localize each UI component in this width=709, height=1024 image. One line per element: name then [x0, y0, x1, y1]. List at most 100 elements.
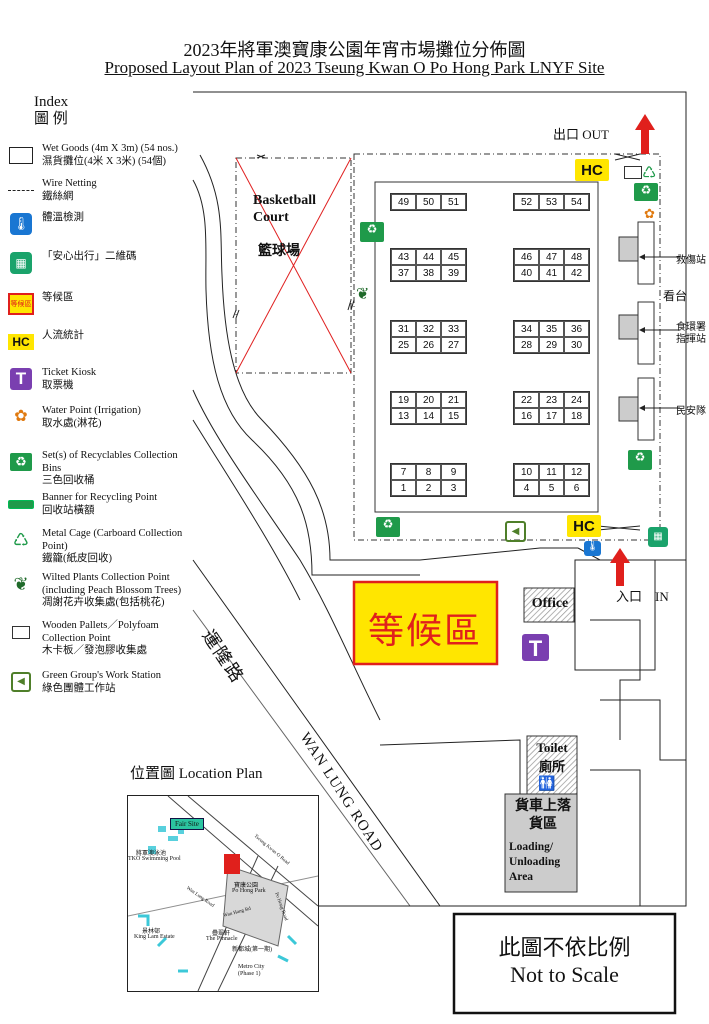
entrance-gate	[597, 525, 641, 531]
stall: 49	[391, 194, 416, 210]
stall: 50	[416, 194, 441, 210]
stall: 52	[514, 194, 539, 210]
fehd-hatch	[618, 314, 639, 340]
stall: 22	[514, 392, 539, 408]
loading-area	[504, 793, 578, 893]
stand-label: 看台	[663, 289, 688, 303]
stall: 9	[441, 464, 466, 480]
stall: 1	[391, 480, 416, 496]
hc-counter-exit: HC	[575, 159, 609, 181]
stall: 23	[539, 392, 564, 408]
stall: 41	[539, 265, 564, 281]
stall: 47	[539, 249, 564, 265]
scale-note-box	[452, 912, 677, 1015]
court-gate	[347, 299, 355, 311]
legend-item-label: Wooden Pallets／Polyfoam Collection Point…	[42, 620, 159, 656]
metro-city-label: Metro City (Phase 1)	[238, 964, 265, 977]
recycle-bins-icon: ♻	[8, 450, 34, 474]
civil-aid-post	[637, 377, 655, 441]
metro-city-label-cn: 新都城(第一期)	[232, 947, 272, 953]
legend-item: Wet Goods (4m X 3m) (54 nos.) 濕貨攤位(4米 X …	[8, 143, 192, 168]
title-chinese: 2023年將軍澳寶康公園年宵市場攤位分佈圖	[183, 40, 526, 60]
stall: 5	[539, 480, 564, 496]
stall: 54	[564, 194, 589, 210]
recycle-bins-icon: ♻	[628, 450, 652, 470]
exit-gate	[614, 153, 641, 161]
stall: 33	[441, 321, 466, 337]
king-lam-label-cn: 景林邨	[142, 929, 161, 935]
temperature-check-icon: 🌡	[584, 541, 601, 556]
stall: 39	[441, 265, 466, 281]
loading-area-label-en: Loading/ Unloading Area	[509, 841, 561, 883]
swimming-pool-label: TKO Swimming Pool	[128, 856, 181, 862]
waiting-area-label: 等候區	[367, 611, 482, 651]
wan-lung-road-edge	[192, 609, 411, 907]
road-edge	[379, 739, 521, 800]
road-edge	[192, 419, 301, 601]
stall: 46	[514, 249, 539, 265]
first-aid-post	[637, 221, 655, 285]
pinnacle-label-cn: 疊翠軒	[212, 931, 231, 937]
court-gate	[232, 309, 240, 319]
office-label: Office	[531, 596, 569, 611]
stall: 4	[514, 480, 539, 496]
toilet-label-cn: 廁所	[538, 759, 565, 774]
recycle-bins-icon: ♻	[376, 517, 400, 537]
stall: 13	[391, 408, 416, 424]
stall: 7	[391, 464, 416, 480]
pinnacle-label: The Pinnacle	[206, 936, 238, 942]
stall: 12	[564, 464, 589, 480]
legend-item: Wire Netting 鐵絲網	[8, 178, 192, 203]
legend-item-label: Wire Netting 鐵絲網	[42, 178, 97, 202]
svg-text:T: T	[529, 636, 543, 661]
stall: 38	[416, 265, 441, 281]
stall-area	[374, 181, 599, 513]
legend-item: T Ticket Kiosk 取票機	[8, 367, 192, 392]
stall: 36	[564, 321, 589, 337]
stall: 43	[391, 249, 416, 265]
legend-item: ◀Green Group's Work Station 綠色團體工作站	[8, 670, 192, 695]
swimming-pool-label-cn: 將軍澳泳池	[136, 851, 167, 857]
waiting-area-icon: 等候區	[8, 292, 34, 316]
civil-aid-hatch	[618, 396, 639, 422]
ticket-kiosk-icon: T	[8, 367, 34, 391]
stall: 42	[564, 265, 589, 281]
legend-item: ♻ Set(s) of Recyclables Collection Bins 三…	[8, 450, 192, 488]
stall: 21	[441, 392, 466, 408]
po-hong-park-label-cn: 寶康公園	[234, 883, 259, 889]
legend-item-label: 「安心出行」二維碼	[42, 251, 137, 262]
water-point-icon: ✿	[14, 407, 28, 425]
stall: 31	[391, 321, 416, 337]
legend-item-label: Set(s) of Recyclables Collection Bins 三色…	[42, 450, 178, 486]
green-group-icon: ◀	[505, 521, 526, 542]
legend-item-label: Wilted Plants Collection Point (includin…	[42, 572, 182, 608]
court-gate	[256, 154, 266, 159]
stall: 34	[514, 321, 539, 337]
stall: 32	[416, 321, 441, 337]
toilet-building	[526, 735, 578, 795]
wan-lung-road-edge	[192, 559, 441, 907]
location-plan-title: 位置圖 Location Plan	[130, 766, 263, 782]
exit-label: 出口 OUT	[553, 127, 609, 142]
waiting-area-box	[352, 580, 499, 666]
not-to-scale-cn: 此圖不依比例	[498, 935, 631, 960]
stall: 48	[564, 249, 589, 265]
entrance-arrow-head	[610, 548, 630, 563]
location-plan-map: Fair Site 將軍澳泳池 TKO Swimming Pool 寶康公園 P…	[127, 795, 319, 992]
metal-cage-icon: ♺	[12, 529, 30, 550]
not-to-scale-en: Not to Scale	[510, 962, 619, 987]
temperature-check-icon: 🌡	[8, 212, 34, 236]
entrance-arrow-shaft	[616, 560, 624, 586]
loading-area-label-cn: 貨車上落貨區	[515, 799, 571, 832]
exit-arrow-head	[635, 114, 655, 130]
legend-item-label: Water Point (Irrigation) 取水處(淋花)	[42, 405, 141, 429]
fair-site-marker	[224, 854, 240, 874]
legend-item-label: Ticket Kiosk 取票機	[42, 367, 97, 391]
po-hong-park-area	[222, 865, 289, 947]
